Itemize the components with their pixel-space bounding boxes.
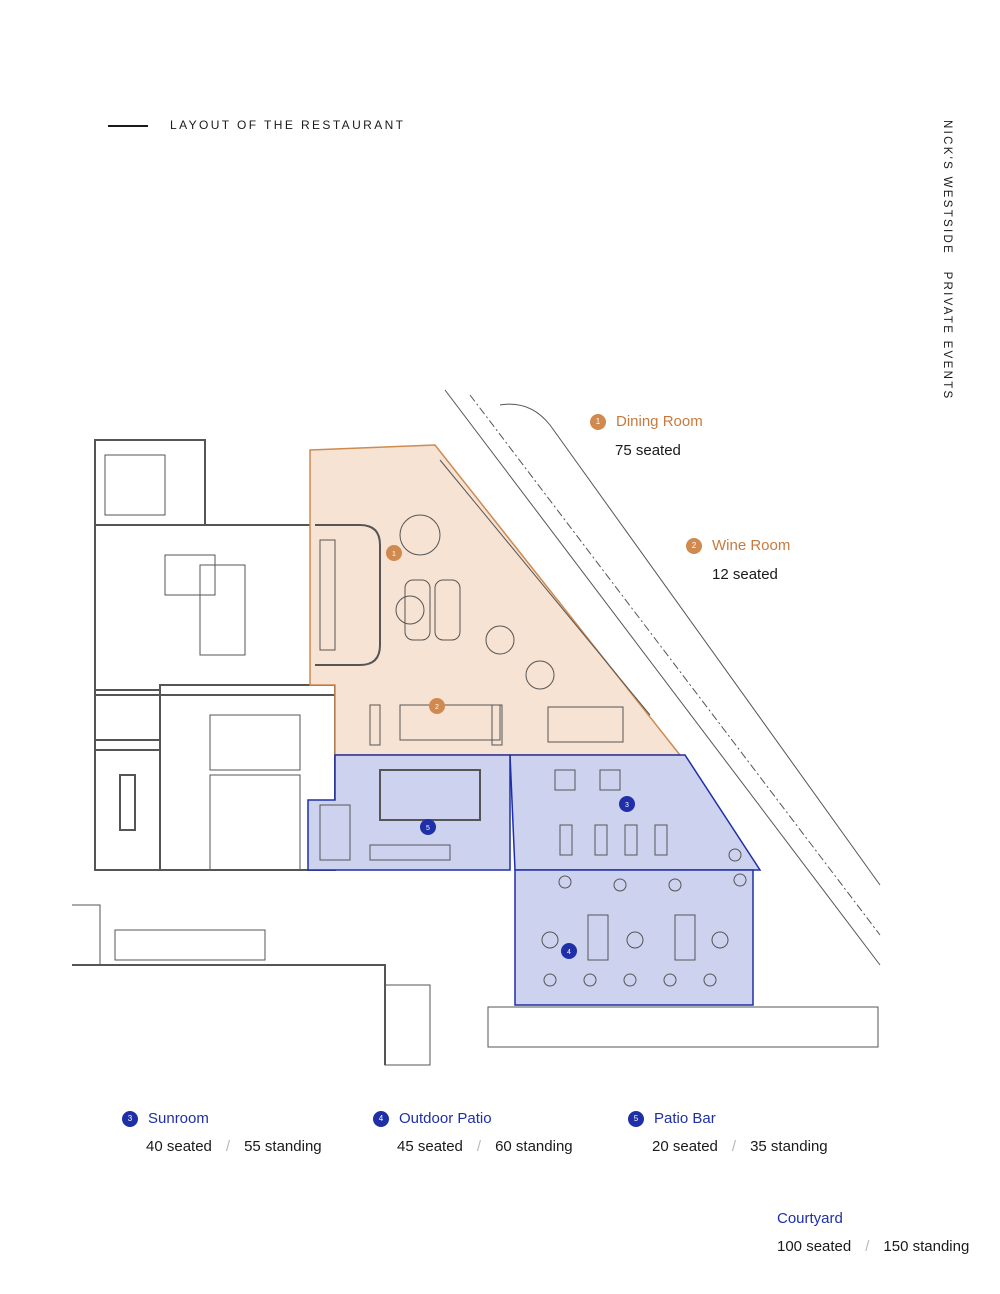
patio-bar-capacity: 20 seated / 35 standing bbox=[652, 1138, 828, 1155]
patio-bar-standing: 35 standing bbox=[750, 1138, 828, 1155]
plan-marker-3-label: 3 bbox=[625, 802, 629, 809]
wine-room-name: Wine Room bbox=[712, 537, 791, 554]
stair bbox=[104, 454, 166, 516]
wine-room-capacity: 12 seated bbox=[712, 566, 778, 583]
courtyard-planter bbox=[384, 984, 431, 1066]
courtyard-bench bbox=[114, 929, 266, 961]
courtyard-standing: 150 standing bbox=[883, 1238, 970, 1255]
kitchen-island bbox=[199, 564, 246, 656]
dining-room-badge: 1 bbox=[590, 413, 606, 430]
outdoor-patio-separator: / bbox=[476, 1138, 482, 1155]
outdoor-patio-standing: 60 standing bbox=[495, 1138, 573, 1155]
courtyard-seated: 100 seated bbox=[777, 1238, 852, 1255]
outdoor-patio-badge: 4 bbox=[373, 1110, 389, 1127]
side-title: NICK'S WESTSIDE PRIVATE EVENTS bbox=[941, 120, 953, 401]
dining-room-capacity: 75 seated bbox=[615, 442, 681, 459]
sunroom-standing: 55 standing bbox=[244, 1138, 322, 1155]
dining-furniture bbox=[315, 459, 651, 746]
kitchen bbox=[94, 524, 341, 696]
sunroom-zone bbox=[509, 754, 762, 871]
outdoor-patio-name: Outdoor Patio bbox=[399, 1110, 492, 1127]
patio-bar-separator: / bbox=[731, 1138, 737, 1155]
patio-bar-name: Patio Bar bbox=[654, 1110, 716, 1127]
sunroom-badge: 3 bbox=[122, 1110, 138, 1127]
courtyard-rail bbox=[487, 1006, 879, 1048]
outdoor-patio-capacity: 45 seated / 60 standing bbox=[397, 1138, 573, 1155]
courtyard-separator: / bbox=[865, 1238, 870, 1255]
sunroom-name: Sunroom bbox=[148, 1110, 209, 1127]
dining-room-name: Dining Room bbox=[616, 413, 703, 430]
patio-bar-badge: 5 bbox=[628, 1110, 644, 1127]
dining-room-zone bbox=[309, 444, 682, 756]
wine-room-label: 2 Wine Room bbox=[686, 537, 790, 554]
kitchen-counter bbox=[164, 554, 216, 596]
outdoor-patio-label: 4 Outdoor Patio bbox=[373, 1110, 492, 1127]
restroom-two bbox=[209, 774, 301, 871]
patio-bar-seated: 20 seated bbox=[652, 1138, 718, 1155]
outdoor-patio-seated: 45 seated bbox=[397, 1138, 463, 1155]
stair-core bbox=[94, 439, 206, 526]
restroom-one bbox=[209, 714, 301, 771]
plan-marker-1-label: 1 bbox=[392, 551, 396, 558]
courtyard-label: Courtyard bbox=[777, 1210, 843, 1227]
header-rule bbox=[108, 125, 148, 127]
outdoor-patio-zone bbox=[514, 869, 754, 1006]
street-centerline bbox=[469, 394, 881, 936]
sunroom-separator: / bbox=[225, 1138, 231, 1155]
dining-room-label: 1 Dining Room bbox=[590, 413, 703, 430]
courtyard-capacity: 100 seated / 150 standing bbox=[777, 1238, 969, 1255]
courtyard-wall bbox=[72, 904, 101, 966]
patio-bar-zone bbox=[307, 754, 511, 871]
plan-marker-5: 5 bbox=[420, 819, 436, 835]
plan-marker-3: 3 bbox=[619, 796, 635, 812]
page-title: LAYOUT OF THE RESTAURANT bbox=[170, 118, 406, 132]
curb-line bbox=[499, 403, 881, 886]
sunroom-capacity: 40 seated / 55 standing bbox=[146, 1138, 322, 1155]
sunroom-seated: 40 seated bbox=[146, 1138, 212, 1155]
plan-marker-1: 1 bbox=[386, 545, 402, 561]
sunroom-label: 3 Sunroom bbox=[122, 1110, 209, 1127]
stair-two bbox=[94, 739, 161, 871]
plan-marker-4-label: 4 bbox=[567, 949, 571, 956]
floor-plan: 1 2 3 4 5 bbox=[72, 389, 881, 1066]
patio-bar-label: 5 Patio Bar bbox=[628, 1110, 716, 1127]
courtyard-edge bbox=[72, 964, 386, 1065]
street-line bbox=[444, 389, 881, 966]
plan-marker-4: 4 bbox=[561, 943, 577, 959]
wine-room-badge: 2 bbox=[686, 537, 702, 554]
plan-marker-2: 2 bbox=[429, 698, 445, 714]
plan-marker-2-label: 2 bbox=[435, 704, 439, 711]
plan-marker-5-label: 5 bbox=[426, 825, 430, 832]
stair-run bbox=[119, 774, 136, 831]
courtyard-name: Courtyard bbox=[777, 1210, 843, 1227]
